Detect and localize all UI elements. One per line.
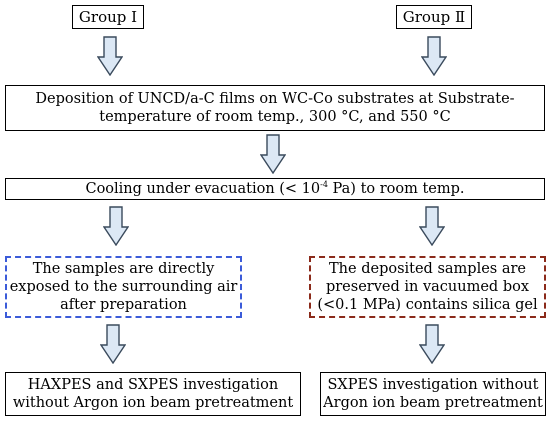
arrow-deposition-to-cooling bbox=[260, 134, 286, 174]
cooling-text-after: Pa) to room temp. bbox=[327, 180, 465, 197]
left-exposure-line-2: exposed to the surrounding air bbox=[9, 278, 238, 295]
cooling-exponent: -4 bbox=[320, 180, 328, 190]
left-result-box: HAXPES and SXPES investigation without A… bbox=[5, 372, 301, 416]
arrow-right-to-result bbox=[419, 324, 445, 364]
group-2-label-text: Group Ⅱ bbox=[402, 7, 466, 26]
left-exposure-line-1: The samples are directly bbox=[32, 260, 215, 277]
left-exposure-box: The samples are directly exposed to the … bbox=[5, 256, 242, 318]
group-2-label: Group Ⅱ bbox=[396, 5, 472, 29]
deposition-line-2: temperature of room temp., 300 °C, and 5… bbox=[99, 109, 451, 125]
group-1-label-text: Group Ⅰ bbox=[78, 7, 138, 26]
arrow-cooling-to-right bbox=[419, 206, 445, 246]
group-1-label: Group Ⅰ bbox=[72, 5, 144, 29]
left-exposure-line-3: after preparation bbox=[60, 297, 187, 314]
deposition-line-1: Deposition of UNCD/a-C films on WC-Co su… bbox=[35, 90, 515, 107]
cooling-text: Cooling under evacuation (< 10-4 Pa) to … bbox=[85, 180, 464, 198]
arrow-cooling-to-left bbox=[103, 206, 129, 246]
right-result-line-2: Argon ion beam pretreatment bbox=[323, 395, 543, 411]
arrow-left-to-result bbox=[100, 324, 126, 364]
right-result-box: SXPES investigation without Argon ion be… bbox=[320, 372, 546, 416]
right-preservation-line-1: The deposited samples are bbox=[329, 260, 526, 277]
right-result-line-1: SXPES investigation without bbox=[327, 376, 539, 393]
cooling-box: Cooling under evacuation (< 10-4 Pa) to … bbox=[5, 178, 545, 200]
right-preservation-box: The deposited samples are preserved in v… bbox=[309, 256, 546, 318]
arrow-group1-down bbox=[97, 36, 123, 76]
right-preservation-line-2: preserved in vacuumed box bbox=[325, 278, 530, 295]
left-result-line-1: HAXPES and SXPES investigation bbox=[27, 376, 279, 393]
cooling-text-before: Cooling under evacuation (< 10 bbox=[85, 180, 321, 197]
deposition-box: Deposition of UNCD/a-C films on WC-Co su… bbox=[5, 85, 545, 131]
arrow-group2-down bbox=[421, 36, 447, 76]
left-result-line-2: without Argon ion beam pretreatment bbox=[12, 395, 294, 411]
right-preservation-line-3: (<0.1 MPa) contains silica gel bbox=[317, 297, 538, 314]
